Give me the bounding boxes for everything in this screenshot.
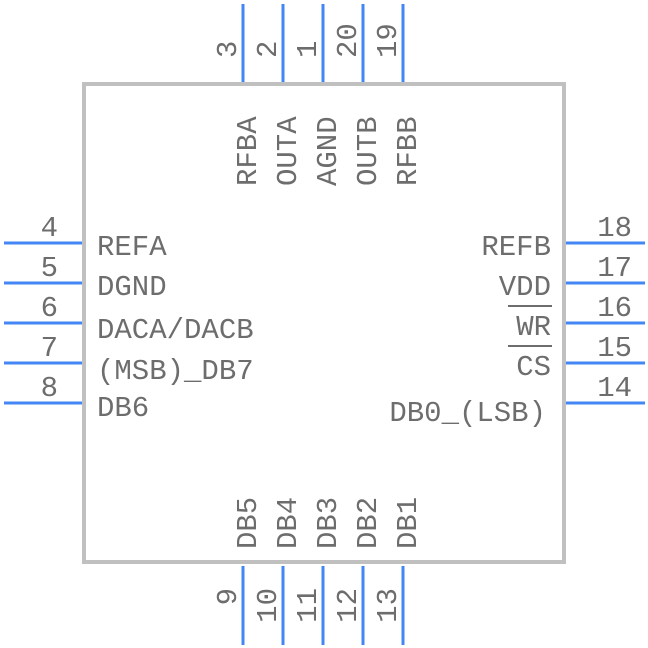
pin-name: OUTB: [352, 116, 385, 186]
pin-name: VDD: [499, 271, 551, 304]
pin-number: 17: [597, 252, 632, 285]
pin-number: 13: [372, 588, 405, 623]
pin-15: 15 CS: [508, 332, 645, 384]
pin-name: CS: [516, 351, 551, 384]
pin-5: 5 DGND: [4, 252, 167, 304]
pin-4: 4 REFA: [4, 212, 167, 264]
component-body: [82, 82, 566, 564]
pin-name: RFBB: [392, 116, 425, 186]
pin-name: DB3: [312, 497, 345, 549]
pin-17: 17 VDD: [499, 252, 645, 304]
pin-name: WR: [516, 311, 551, 344]
pin-name: DGND: [97, 271, 167, 304]
pin-number: 2: [252, 41, 285, 58]
pin-18: 18 REFB: [481, 212, 645, 264]
pin-name: REFA: [97, 231, 167, 264]
pin-name: REFB: [481, 231, 551, 264]
pin-20: 20 OUTB: [332, 4, 385, 186]
pin-number: 14: [597, 372, 632, 405]
pin-number: 16: [597, 292, 632, 325]
pin-number: 18: [597, 212, 632, 245]
pin-number: 5: [41, 252, 58, 285]
pin-name: DACA/DACB: [97, 314, 254, 347]
pin-name: DB4: [272, 497, 305, 549]
pin-number: 7: [41, 332, 58, 365]
pin-name: DB6: [97, 392, 149, 425]
pin-name: DB2: [352, 497, 385, 549]
pin-19: 19 RFBB: [372, 4, 425, 186]
pin-name: AGND: [312, 116, 345, 186]
pin-7: 7 (MSB)_DB7: [4, 332, 254, 388]
pin-1: 1 AGND: [292, 4, 345, 186]
pin-number: 1: [292, 41, 325, 58]
pin-11: 11 DB3: [292, 497, 345, 645]
bottom-pins: 9 DB5 10 DB4 11 DB3 12 DB2 13 DB1: [212, 497, 425, 645]
pin-name: DB0_(LSB): [389, 397, 546, 430]
pin-8: 8 DB6: [4, 372, 149, 425]
pin-number: 9: [212, 588, 245, 605]
pin-number: 11: [292, 588, 325, 623]
pin-number: 20: [332, 23, 365, 58]
pin-16: 16 WR: [508, 292, 645, 344]
pin-number: 12: [332, 588, 365, 623]
pin-number: 15: [597, 332, 632, 365]
pin-3: 3 RFBA: [212, 4, 265, 186]
pin-name: OUTA: [272, 116, 305, 186]
pin-2: 2 OUTA: [252, 4, 305, 186]
pin-9: 9 DB5: [212, 497, 265, 645]
pin-number: 8: [41, 372, 58, 405]
pin-number: 6: [41, 292, 58, 325]
pin-name: (MSB)_DB7: [97, 355, 254, 388]
right-pins: 18 REFB 17 VDD 16 WR 15 CS 14 DB0_(LSB): [389, 212, 645, 430]
pin-10: 10 DB4: [252, 497, 305, 645]
pin-12: 12 DB2: [332, 497, 385, 645]
pin-number: 3: [212, 41, 245, 58]
pin-number: 4: [41, 212, 58, 245]
pin-number: 10: [252, 588, 285, 623]
pin-name: DB5: [232, 497, 265, 549]
pin-6: 6 DACA/DACB: [4, 292, 254, 347]
pin-name: RFBA: [232, 116, 265, 186]
top-pins: 3 RFBA 2 OUTA 1 AGND 20 OUTB 19 RFBB: [212, 4, 425, 186]
pin-number: 19: [372, 23, 405, 58]
pin-13: 13 DB1: [372, 497, 425, 645]
pin-name: DB1: [392, 497, 425, 549]
pin-14: 14 DB0_(LSB): [389, 372, 645, 430]
left-pins: 4 REFA 5 DGND 6 DACA/DACB 7 (MSB)_DB7 8 …: [4, 212, 254, 425]
